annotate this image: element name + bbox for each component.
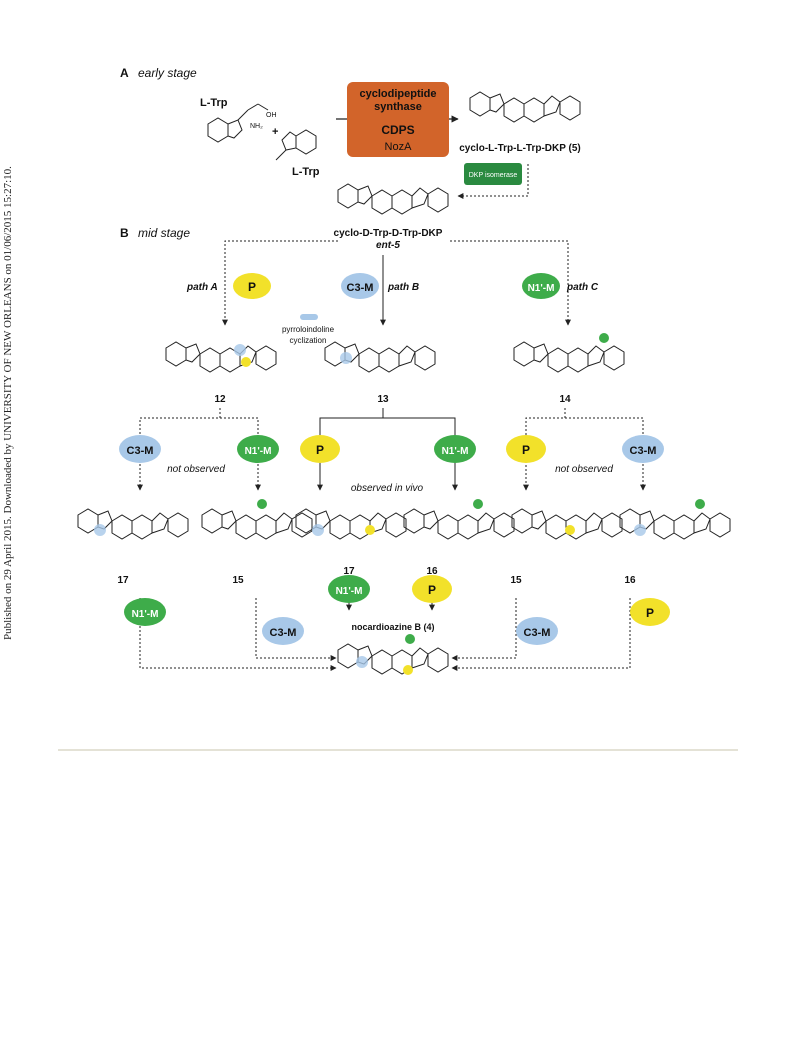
badge-p-2 (506, 435, 546, 463)
trp-right-structure (275, 129, 317, 161)
path-a-label: path A (186, 282, 218, 293)
compound-17a-label: 17 (117, 575, 129, 586)
badge-n1m-4 (124, 598, 166, 626)
section-a-title: early stage (138, 66, 197, 80)
cdps-box (347, 82, 449, 157)
path-a-p-text: P (248, 280, 256, 294)
badge-p-3 (412, 575, 452, 603)
badge-p-1 (300, 435, 340, 463)
svg-text:P: P (316, 443, 324, 457)
enzyme-line3: CDPS (381, 123, 414, 137)
enzyme-line4: NozA (385, 141, 413, 153)
dkp5-structure (469, 91, 581, 123)
pyrrolo-line1: pyrroloindoline (282, 325, 335, 334)
path-b-c3m-text: C3-M (347, 282, 374, 294)
badge-p-4 (630, 598, 670, 626)
svg-text:N1'-M: N1'-M (442, 446, 469, 457)
svg-text:C3-M: C3-M (127, 445, 154, 457)
isomerase-label: DKP isomerase (469, 172, 518, 179)
badge-n1m-1 (237, 435, 279, 463)
compound-16a-label: 16 (426, 566, 438, 577)
trp-left-nh2: NH₂ (250, 123, 263, 130)
section-b-letter: B (120, 226, 129, 240)
svg-text:P: P (522, 443, 530, 457)
trp-plus: + (272, 126, 278, 138)
path-b-label: path B (387, 282, 419, 293)
biosynthesis-diagram: A early stage L-Trp OH NH₂ + L-Trp cyclo… (77, 66, 731, 675)
section-a-letter: A (120, 66, 129, 80)
dkp5-label: cyclo-L-Trp-L-Trp-DKP (5) (459, 143, 580, 154)
badge-c3m-3 (262, 617, 304, 645)
path-c-connector (450, 240, 571, 326)
svg-text:P: P (428, 583, 436, 597)
svg-text:N1'-M: N1'-M (336, 586, 363, 597)
divider (58, 749, 738, 751)
isomerase-arrow (457, 164, 529, 199)
section-b-title: mid stage (138, 226, 190, 240)
compound-15a-label: 15 (232, 575, 244, 586)
svg-text:N1'-M: N1'-M (132, 609, 159, 620)
trp-left-label: L-Trp (200, 97, 228, 109)
compound-17b-label: 17 (343, 566, 355, 577)
observed-in-vivo: observed in vivo (351, 483, 424, 494)
compound-14-label: 14 (559, 394, 571, 405)
path-c-label: path C (566, 282, 599, 293)
compound-17a-structure (77, 508, 189, 540)
isomerase-box (464, 163, 522, 185)
not-observed-left: not observed (167, 464, 225, 475)
badge-c3m-1 (119, 435, 161, 463)
compound-15b-structure (511, 508, 623, 540)
ent5-line1: cyclo-D-Trp-D-Trp-DKP (334, 228, 443, 239)
badge-c3m-2 (622, 435, 664, 463)
trp-right-label: L-Trp (292, 166, 320, 178)
path-b-c3m-badge (341, 273, 379, 299)
ent5-structure (337, 183, 449, 215)
compound-12-label: 12 (214, 394, 226, 405)
final-label: nocardioazine B (4) (351, 622, 434, 632)
svg-text:C3-M: C3-M (270, 627, 297, 639)
nocardioazine-b-structure (337, 643, 449, 675)
svg-text:N1'-M: N1'-M (245, 446, 272, 457)
trp-left-structure (207, 103, 269, 143)
compound-16b-label: 16 (624, 575, 636, 586)
path-a-connector (222, 240, 338, 326)
compound-15b-label: 15 (510, 575, 522, 586)
trp-left-oh: OH (266, 112, 277, 119)
not-observed-right: not observed (555, 464, 613, 475)
path-a-p-badge (233, 273, 271, 299)
ent5-line2: ent-5 (376, 240, 400, 251)
enzyme-line1: cyclodipeptide (359, 88, 436, 100)
badge-n1m-2 (434, 435, 476, 463)
svg-text:P: P (646, 606, 654, 620)
path-c-n1m-text: N1'-M (528, 283, 555, 294)
path-c-n1m-badge (522, 273, 560, 299)
compound-13-label: 13 (377, 394, 389, 405)
svg-text:C3-M: C3-M (524, 627, 551, 639)
pyrrolo-legend-swatch (300, 314, 318, 320)
badge-c3m-4 (516, 617, 558, 645)
pyrrolo-line2: cyclization (290, 336, 327, 345)
enzyme-line2: synthase (374, 101, 422, 113)
svg-text:C3-M: C3-M (630, 445, 657, 457)
compound-16a-structure (403, 508, 515, 540)
badge-n1m-3 (328, 575, 370, 603)
compound-12-structure (165, 341, 277, 373)
compound-14-structure (513, 341, 625, 373)
